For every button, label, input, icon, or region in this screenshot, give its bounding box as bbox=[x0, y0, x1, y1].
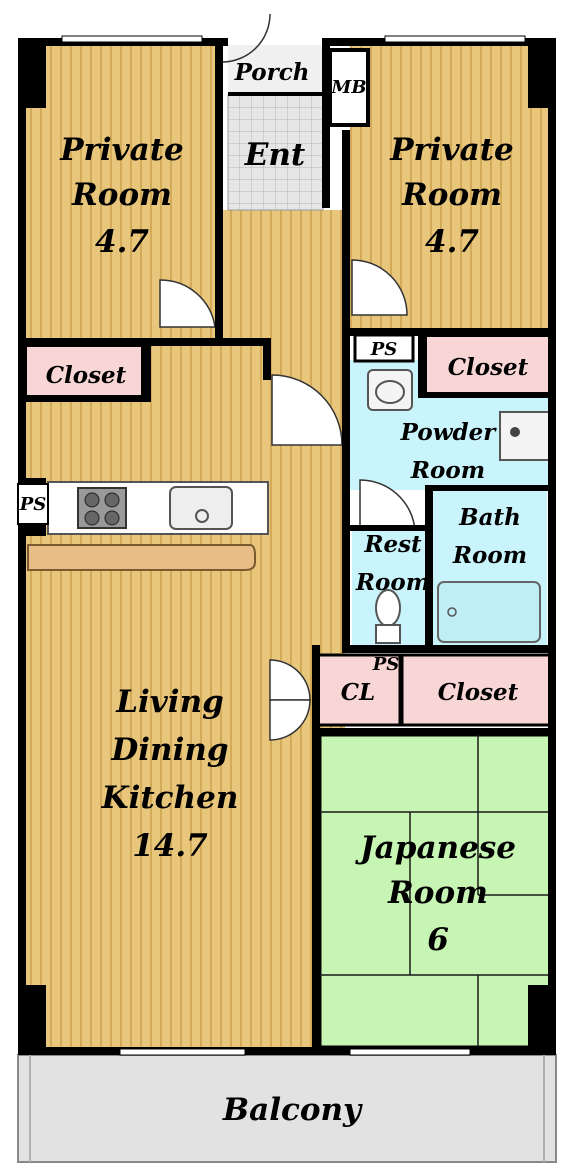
ldk-line3: Kitchen bbox=[101, 780, 239, 816]
ps-kitchen-box bbox=[17, 483, 49, 525]
kitchen-counter bbox=[27, 481, 269, 571]
private-room-left-line2: Room bbox=[71, 177, 172, 213]
bathtub-icon bbox=[437, 581, 541, 643]
entrance-floor bbox=[227, 94, 324, 211]
japanese-room-line1: Japanese bbox=[355, 830, 516, 866]
ps-mid-label: PS bbox=[372, 654, 400, 675]
private-room-left-line1: Private bbox=[59, 132, 184, 168]
stove-icon bbox=[77, 487, 127, 529]
ldk-size: 14.7 bbox=[132, 828, 208, 864]
windows bbox=[61, 35, 526, 1056]
private-room-right-line2: Room bbox=[401, 177, 502, 213]
private-room-right-line1: Private bbox=[389, 132, 514, 168]
closet-mid-label: Closet bbox=[438, 679, 519, 706]
closet-left-label: Closet bbox=[46, 362, 127, 389]
balcony-label: Balcony bbox=[222, 1092, 363, 1128]
japanese-room-size: 6 bbox=[427, 922, 449, 958]
bath-room-line2: Room bbox=[452, 542, 527, 569]
powder-room-line1: Powder bbox=[400, 419, 498, 446]
ps-top-label: PS bbox=[370, 339, 398, 360]
cl-label: CL bbox=[341, 679, 375, 706]
ldk-line2: Dining bbox=[110, 732, 228, 768]
dining-counter bbox=[27, 544, 256, 571]
washer-icon bbox=[499, 411, 551, 461]
mb-label: MB bbox=[330, 77, 366, 98]
ent-label: Ent bbox=[244, 137, 306, 173]
sink-icon bbox=[169, 486, 233, 530]
ps-top-box bbox=[353, 333, 415, 363]
japanese-room bbox=[318, 733, 554, 1049]
balcony: Balcony bbox=[17, 1054, 557, 1163]
toilet-icon bbox=[375, 589, 401, 644]
private-room-right-size: 4.7 bbox=[425, 224, 479, 260]
bath-room-line1: Bath bbox=[458, 504, 521, 531]
ps-kitchen-label: PS bbox=[19, 494, 47, 515]
rest-room-line1: Rest bbox=[363, 531, 422, 558]
porch-floor bbox=[228, 45, 323, 95]
porch-label: Porch bbox=[234, 59, 310, 86]
mb-box bbox=[328, 48, 370, 127]
ldk-line1: Living bbox=[115, 684, 224, 720]
powder-room-line2: Room bbox=[410, 457, 485, 484]
hallway-floor bbox=[222, 210, 342, 350]
closet-mid bbox=[400, 653, 554, 727]
japanese-room-line2: Room bbox=[387, 875, 488, 911]
private-room-left-size: 4.7 bbox=[95, 224, 149, 260]
rest-room-line2: Room bbox=[355, 569, 430, 596]
doors bbox=[159, 13, 416, 741]
closet-right-label: Closet bbox=[448, 354, 529, 381]
